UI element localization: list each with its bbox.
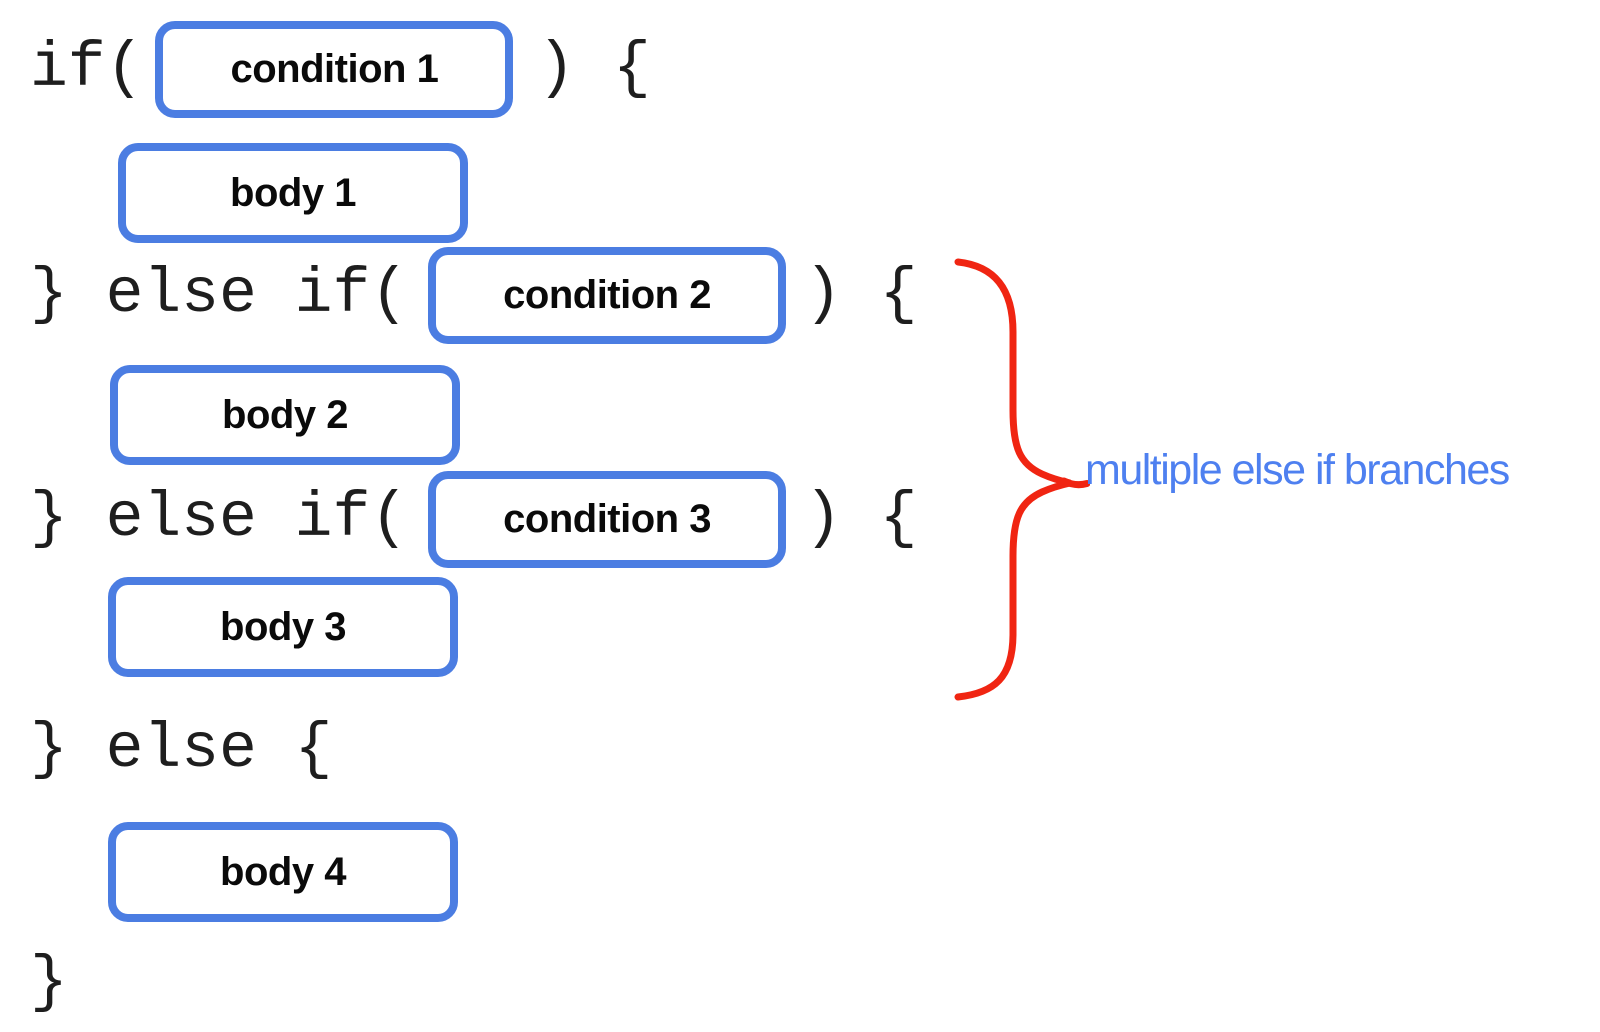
code-line-elseif-2: } else if( condition 2 ) { — [30, 246, 917, 344]
body-1-box: body 1 — [118, 143, 468, 243]
body-3-label: body 3 — [220, 604, 346, 649]
code-elseif-3-close: ) { — [804, 483, 918, 554]
condition-1-label: condition 1 — [230, 46, 439, 91]
code-else-open: } else { — [30, 714, 333, 785]
body-3-box: body 3 — [108, 577, 458, 677]
code-elseif-2-close: ) { — [804, 259, 918, 330]
code-line-else: } else { — [30, 701, 332, 799]
body-4-box: body 4 — [108, 822, 458, 922]
condition-2-label: condition 2 — [503, 272, 711, 317]
condition-2-box: condition 2 — [428, 246, 787, 344]
code-if-open: if( — [30, 33, 144, 104]
code-elseif-3-open: } else if( — [30, 483, 409, 554]
annotation-label: multiple else if branches — [1085, 446, 1510, 494]
condition-3-box: condition 3 — [428, 470, 787, 568]
body-1-label: body 1 — [230, 170, 356, 215]
curly-brace-icon — [954, 258, 1090, 701]
body-2-box: body 2 — [110, 365, 460, 465]
code-elseif-2-open: } else if( — [30, 259, 409, 330]
body-2-label: body 2 — [222, 392, 348, 437]
code-final-brace: } — [30, 947, 68, 1018]
condition-1-box: condition 1 — [155, 20, 514, 118]
code-line-elseif-3: } else if( condition 3 ) { — [30, 470, 917, 568]
code-line-if: if( condition 1 ) { — [30, 20, 651, 118]
code-line-final-brace: } — [30, 934, 68, 1032]
code-if-close: ) { — [537, 33, 651, 104]
condition-3-label: condition 3 — [503, 496, 711, 541]
body-4-label: body 4 — [220, 849, 346, 894]
